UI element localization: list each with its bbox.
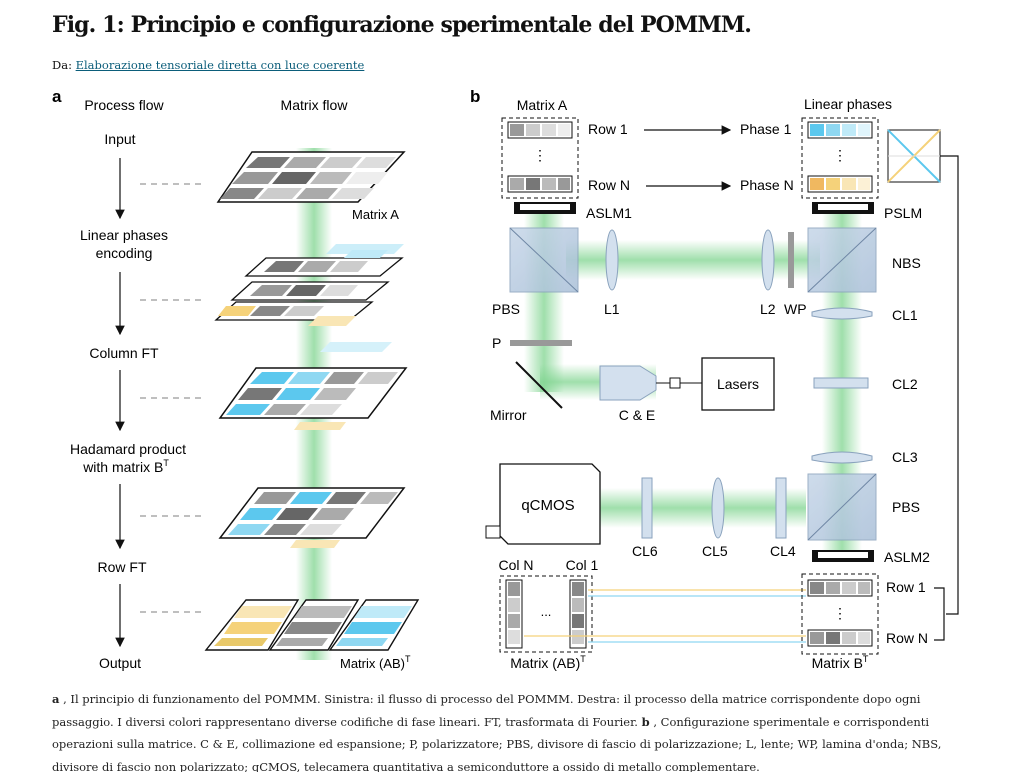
label-matrix-a: Matrix A	[352, 207, 399, 222]
label-p: P	[492, 335, 501, 351]
pbs-bottom-cube	[807, 473, 877, 541]
label-aslm1: ASLM1	[586, 205, 632, 221]
label-cl3: CL3	[892, 449, 918, 465]
label-col-n: Col N	[498, 557, 533, 573]
svg-text:⋮: ⋮	[533, 147, 547, 163]
matrix-a-plane	[216, 151, 406, 203]
label-row1: Row 1	[588, 121, 628, 137]
matrix-b-box: ⋮	[801, 573, 879, 655]
source-link[interactable]: Elaborazione tensoriale diretta con luce…	[75, 58, 365, 72]
mirror	[515, 361, 563, 409]
qcmos-camera	[485, 463, 601, 545]
label-aslm2: ASLM2	[884, 549, 930, 565]
step-with-matrix-b: with matrix BT	[82, 458, 169, 475]
waveplate	[788, 232, 794, 288]
lens-cl5	[711, 477, 725, 539]
label-matrix-ab-b: Matrix (AB)T	[510, 654, 586, 671]
caption-a-text: , Il principio di funzionamento del POMM…	[52, 692, 921, 729]
label-lasers: Lasers	[717, 376, 759, 392]
label-row1-b: Row 1	[886, 579, 926, 595]
linear-phases-stack	[214, 244, 404, 326]
label-cl5: CL5	[702, 543, 728, 559]
step-row-ft: Row FT	[98, 559, 147, 575]
step-input: Input	[104, 131, 135, 147]
panel-a-letter: a	[52, 87, 62, 106]
step-hadamard: Hadamard product	[70, 441, 186, 457]
pslm-device	[812, 202, 874, 214]
source-line: Da: Elaborazione tensoriale diretta con …	[52, 58, 364, 72]
label-linear-phases: Linear phases	[804, 96, 892, 112]
label-cl6: CL6	[632, 543, 658, 559]
label-nbs: NBS	[892, 255, 921, 271]
lens-cl2	[813, 377, 869, 389]
label-phasen: Phase N	[740, 177, 794, 193]
step-encoding: encoding	[96, 245, 153, 261]
label-l2: L2	[760, 301, 776, 317]
matrix-a-box: ⋮	[501, 117, 579, 199]
label-cl2: CL2	[892, 376, 918, 392]
output-planes	[204, 599, 420, 651]
source-prefix: Da:	[52, 58, 72, 72]
beam-top-horizontal	[566, 240, 820, 280]
svg-text:⋮: ⋮	[833, 147, 847, 163]
caption-b-text: , Configurazione sperimentale e corrispo…	[52, 714, 942, 772]
lens-cl6	[641, 477, 653, 539]
connection-lines	[524, 589, 806, 643]
label-pslm: PSLM	[884, 205, 922, 221]
aslm1-device	[514, 202, 576, 214]
nbs-cube	[807, 227, 877, 293]
linear-phases-box: ⋮	[801, 117, 879, 199]
step-column-ft: Column FT	[89, 345, 159, 361]
label-matrix-ab: Matrix (AB)T	[340, 654, 411, 671]
label-rown-b: Row N	[886, 630, 928, 646]
hadamard-plane	[218, 487, 406, 548]
label-rown: Row N	[588, 177, 630, 193]
figure-title: Fig. 1: Principio e configurazione speri…	[52, 12, 752, 38]
label-matrix-b: Matrix BT	[812, 654, 869, 671]
row-phase-arrows	[644, 125, 732, 191]
matrix-flow-heading: Matrix flow	[281, 97, 349, 113]
caption-a-label: a	[52, 692, 60, 706]
polarizer	[510, 340, 572, 346]
phase-crossing-box	[887, 129, 941, 183]
step-linear-phases: Linear phases	[80, 227, 168, 243]
column-ft-plane	[218, 342, 408, 430]
figure-caption: a , Il principio di funzionamento del PO…	[52, 688, 982, 772]
collimator-expander	[599, 365, 681, 401]
feedback-line	[940, 155, 959, 615]
figure-image: a Process flow Matrix flow Input Linear …	[52, 87, 959, 671]
label-matrix-a-top: Matrix A	[517, 97, 568, 113]
label-qcmos: qCMOS	[521, 497, 574, 514]
label-phase1: Phase 1	[740, 121, 792, 137]
label-cl1: CL1	[892, 307, 918, 323]
svg-text:...: ...	[541, 604, 552, 619]
label-wp: WP	[784, 301, 807, 317]
lens-cl1	[811, 307, 873, 320]
step-output: Output	[99, 655, 141, 671]
matrix-ab-box: ...	[499, 575, 593, 653]
lasers-box	[701, 357, 775, 411]
process-flow-heading: Process flow	[84, 97, 164, 113]
label-col-1: Col 1	[566, 557, 599, 573]
row-bracket	[934, 587, 945, 641]
aslm2-device	[812, 550, 874, 562]
label-ce: C & E	[619, 407, 656, 423]
beam-bottom-horizontal	[600, 488, 806, 528]
lens-l1	[605, 229, 619, 291]
caption-b-label: b	[641, 714, 650, 729]
label-l1: L1	[604, 301, 620, 317]
label-pbs-bottom: PBS	[892, 499, 920, 515]
label-pbs-top: PBS	[492, 301, 520, 317]
lens-l2	[761, 229, 775, 291]
lens-cl4	[775, 477, 787, 539]
svg-text:⋮: ⋮	[833, 605, 847, 621]
label-mirror: Mirror	[490, 407, 527, 423]
lens-cl3	[811, 451, 873, 464]
panel-b-letter: b	[470, 87, 480, 106]
pbs-top-cube	[509, 227, 579, 293]
label-cl4: CL4	[770, 543, 796, 559]
